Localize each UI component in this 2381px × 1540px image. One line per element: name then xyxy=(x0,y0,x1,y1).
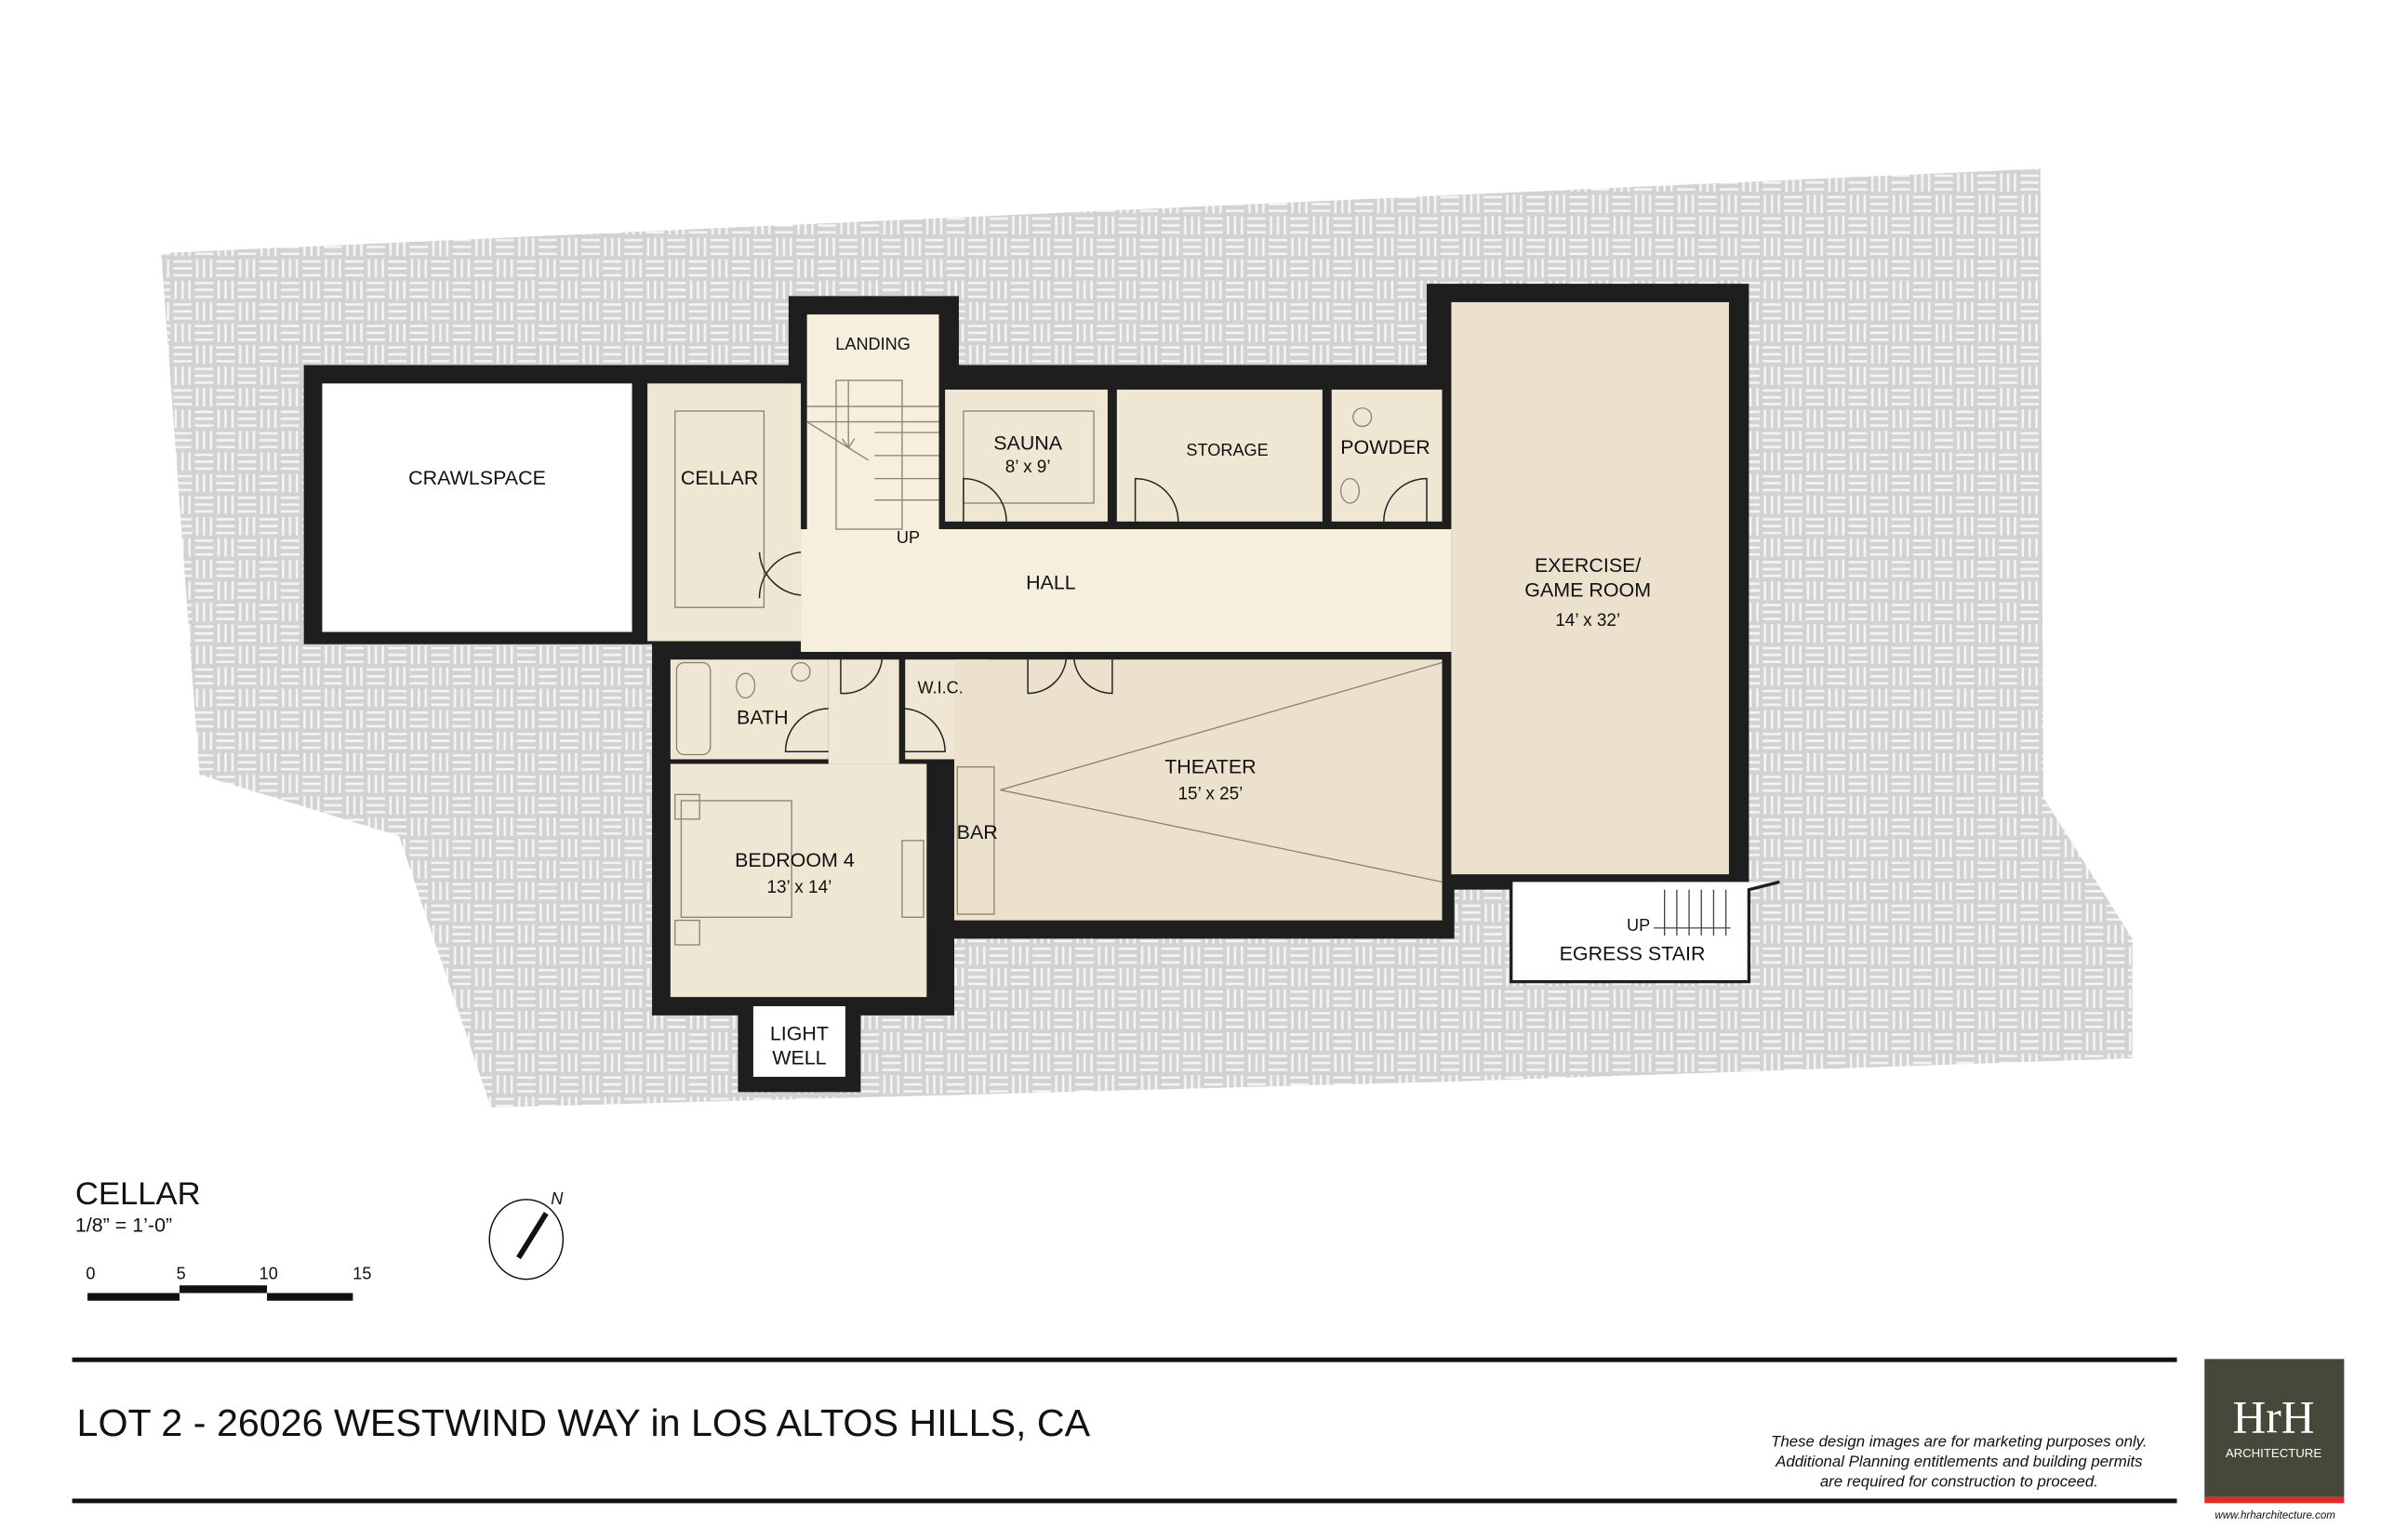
label-stair-up: UP xyxy=(897,528,920,547)
plan-title: CELLAR xyxy=(75,1176,201,1212)
project-title: LOT 2 - 26026 WESTWIND WAY in LOS ALTOS … xyxy=(77,1401,1091,1444)
north-arrow: N xyxy=(488,1189,564,1281)
room-label: EGRESS STAIR xyxy=(1560,943,1706,965)
sauna-bench xyxy=(963,410,1095,504)
bathtub-icon xyxy=(675,661,712,756)
disclaimer-line: Additional Planning entitlements and bui… xyxy=(1775,1453,2143,1470)
hrh-logo: HrH ARCHITECTURE www.hrharchitecture.com xyxy=(2204,1359,2345,1521)
sink-icon xyxy=(1339,477,1361,504)
scale-tick-label: 0 xyxy=(86,1265,95,1283)
label-exercise: EXERCISE/ xyxy=(1535,554,1641,577)
light-well: LIGHT WELL xyxy=(738,997,861,1093)
scale-bar: 0 5 10 15 xyxy=(86,1265,371,1301)
label-landing: LANDING xyxy=(835,335,911,353)
room-fills xyxy=(647,301,1729,998)
dims-bedroom: 13’ x 14’ xyxy=(766,878,831,897)
scale-note: 1/8” = 1’-0” xyxy=(75,1214,172,1236)
logo-mark: HrH xyxy=(2233,1392,2315,1443)
label-theater: THEATER xyxy=(1164,755,1256,777)
toilet-icon xyxy=(736,672,756,699)
room-label: LIGHT xyxy=(770,1022,829,1044)
label-sauna: SAUNA xyxy=(993,431,1063,454)
bed-icon xyxy=(680,800,792,919)
disclaimer: These design images are for marketing pu… xyxy=(1771,1432,2147,1490)
dims-theater: 15’ x 25’ xyxy=(1177,784,1243,803)
label-exercise: GAME ROOM xyxy=(1524,579,1651,602)
disclaimer-line: These design images are for marketing pu… xyxy=(1771,1432,2147,1450)
label-wic: W.I.C. xyxy=(917,679,963,697)
logo-subtitle: ARCHITECTURE xyxy=(2226,1446,2322,1460)
scale-tick-label: 10 xyxy=(259,1265,278,1283)
room-label: CRAWLSPACE xyxy=(408,467,546,489)
room-label: UP xyxy=(1627,916,1650,935)
label-bar: BAR xyxy=(957,821,998,843)
disclaimer-line: are required for construction to proceed… xyxy=(1820,1472,2098,1490)
label-bedroom: BEDROOM 4 xyxy=(735,849,855,871)
toilet-icon xyxy=(1352,407,1373,428)
dims-exercise: 14’ x 32’ xyxy=(1555,611,1620,631)
bar-counter xyxy=(956,766,995,915)
room-labels: LANDING CELLAR UP SAUNA 8’ x 9’ STORAGE … xyxy=(681,335,1651,897)
dresser-icon xyxy=(901,840,924,919)
north-label: N xyxy=(551,1189,564,1208)
dims-sauna: 8’ x 9’ xyxy=(1005,458,1051,477)
scale-tick-label: 5 xyxy=(177,1265,186,1283)
label-hall: HALL xyxy=(1026,571,1076,593)
label-bath: BATH xyxy=(737,707,789,729)
interior-stair xyxy=(806,379,939,530)
label-powder: POWDER xyxy=(1340,436,1430,458)
theater-screen-lines xyxy=(1000,661,1443,883)
room-label: WELL xyxy=(772,1047,826,1069)
egress-stair: UP EGRESS STAIR xyxy=(1510,880,1780,984)
footer-rule-top xyxy=(72,1357,2177,1362)
label-cellar: CELLAR xyxy=(681,467,758,489)
website-url[interactable]: www.hrharchitecture.com xyxy=(2215,1510,2335,1521)
scale-tick-label: 15 xyxy=(352,1265,371,1283)
room-crawlspace: CRAWLSPACE xyxy=(303,365,648,644)
sink-icon xyxy=(791,661,811,682)
wine-rack xyxy=(674,410,765,608)
label-storage: STORAGE xyxy=(1186,441,1268,459)
footer-rule-bottom xyxy=(72,1498,2177,1504)
